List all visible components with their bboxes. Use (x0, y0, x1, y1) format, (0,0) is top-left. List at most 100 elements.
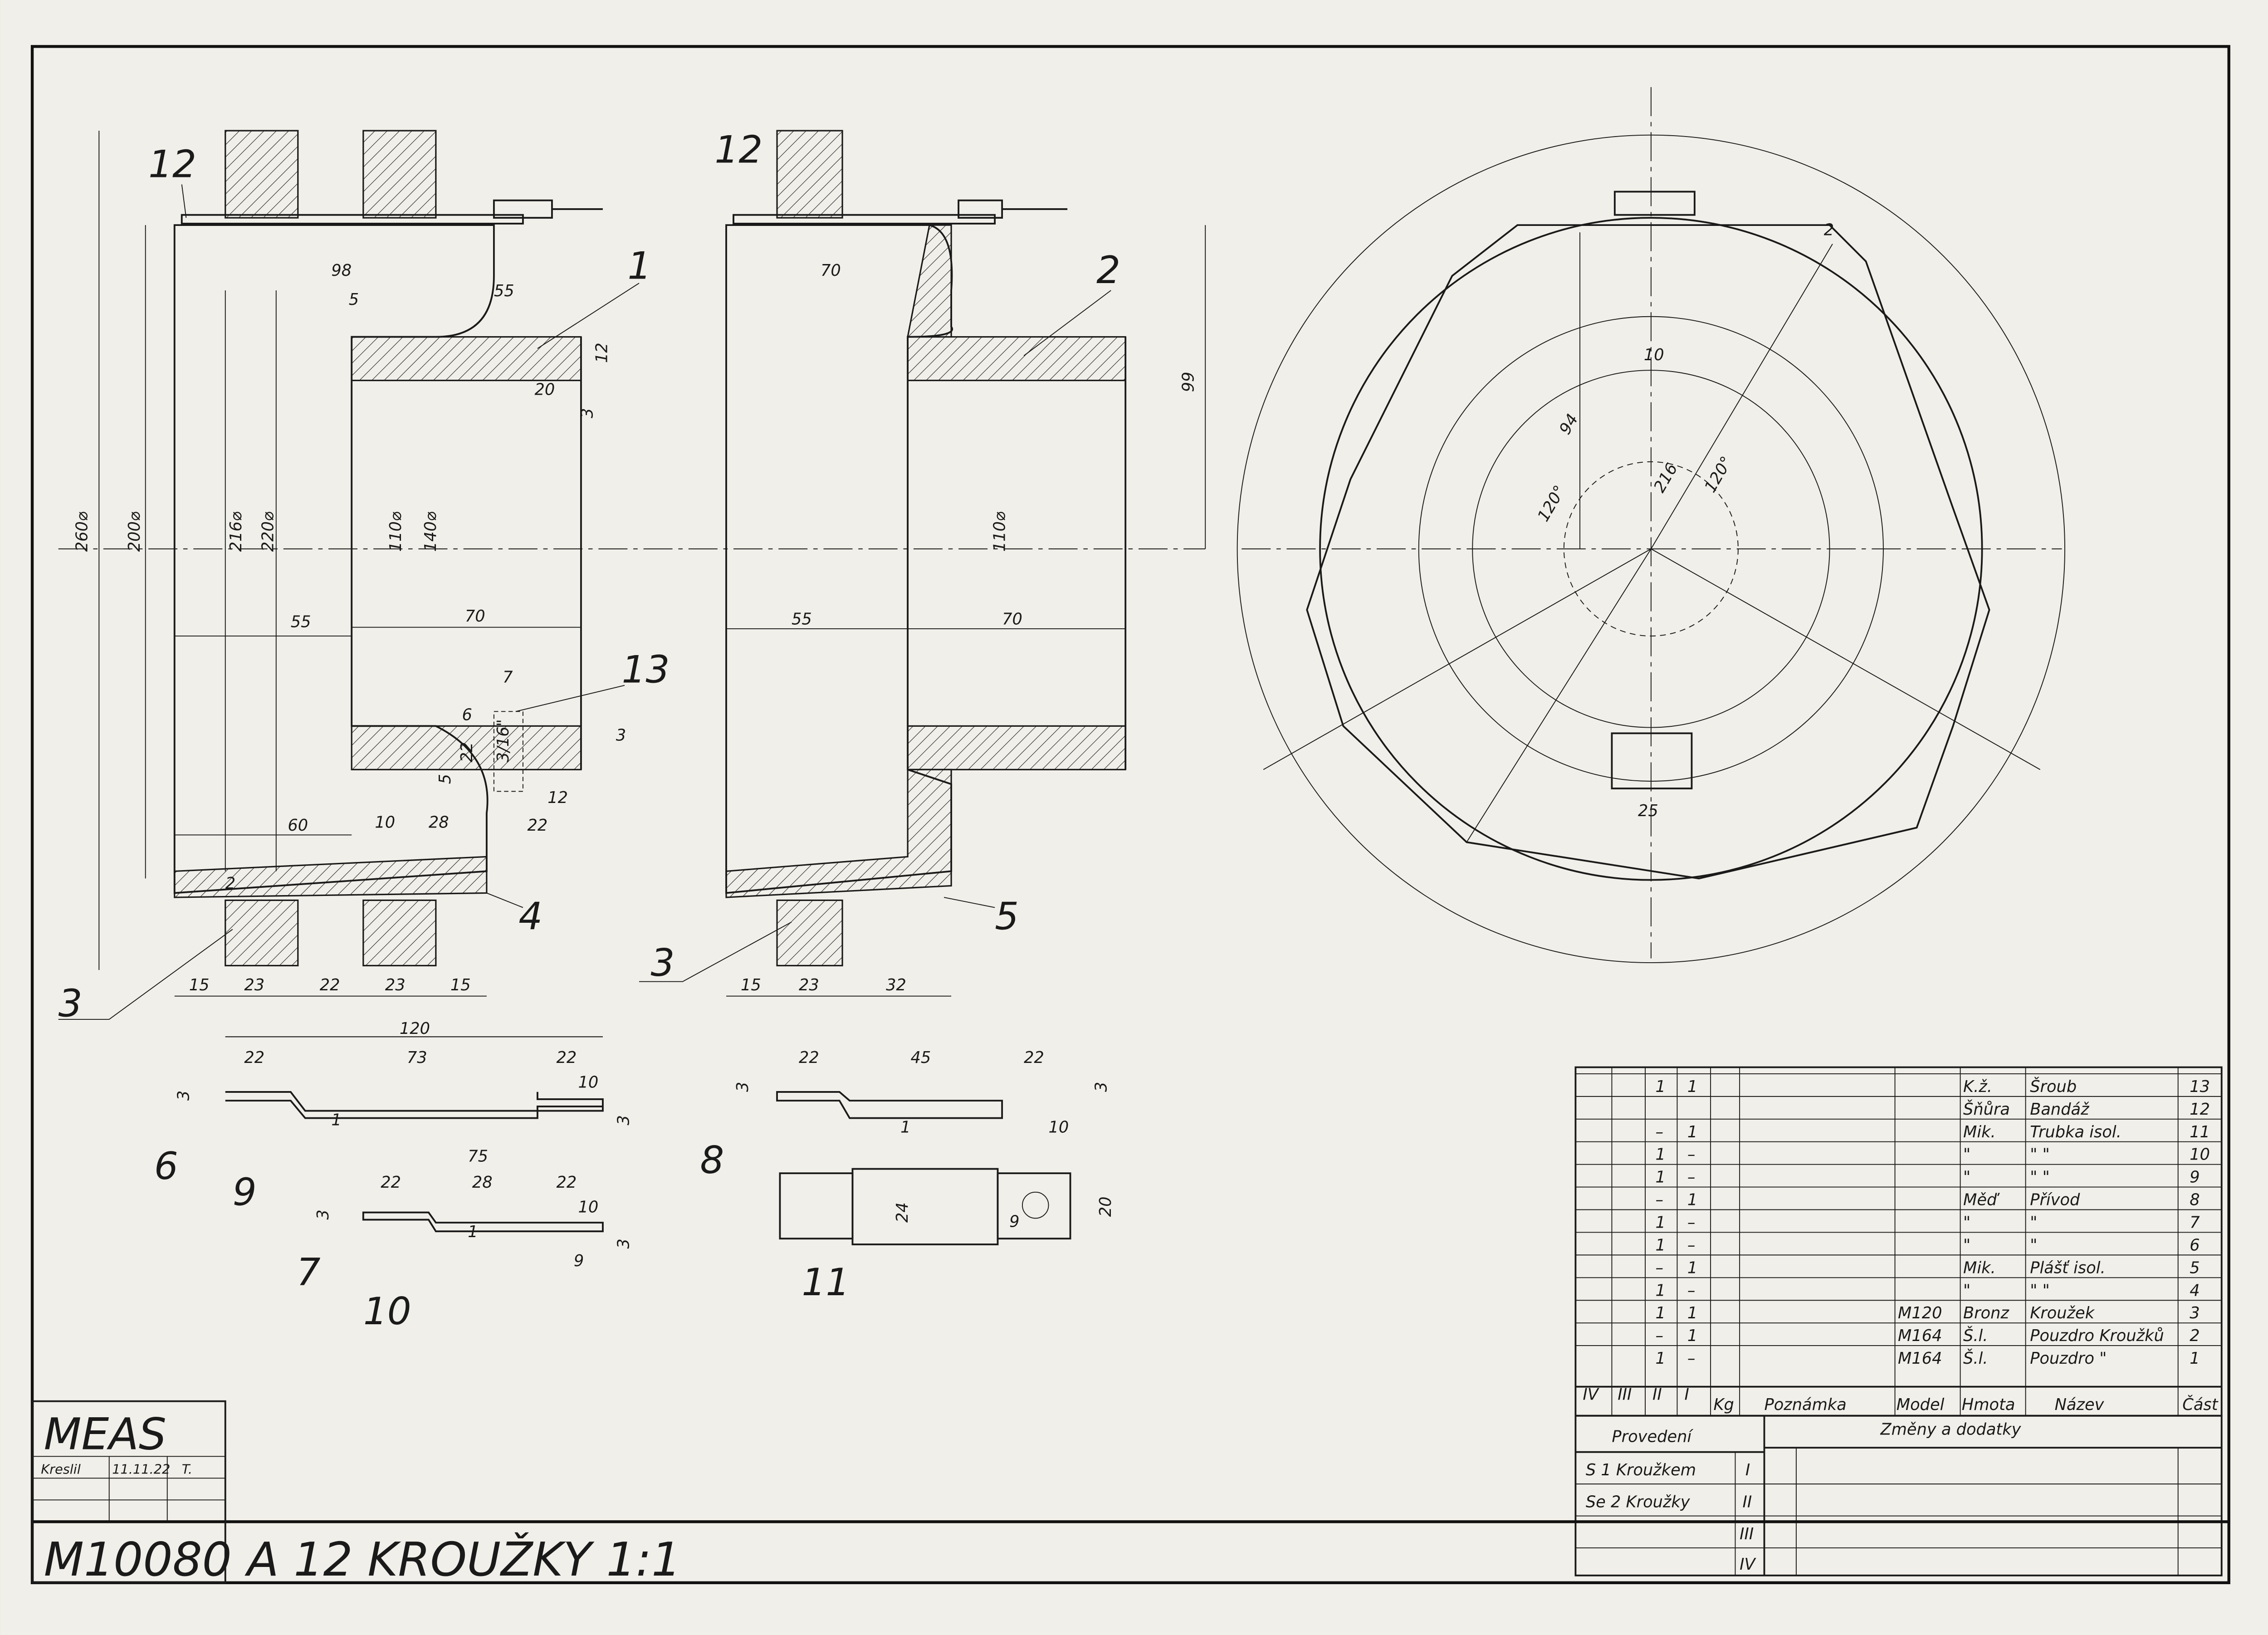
table-cell-part: 10 (2190, 1145, 2210, 1164)
dim-label: 60 (288, 816, 308, 835)
dim-label: 22 (557, 1048, 577, 1067)
dim-label: 75 (468, 1147, 488, 1166)
dim-label: 3 (1092, 1082, 1111, 1092)
dim-label: 5 (436, 774, 455, 784)
part-callouts: 12 12 1 2 13 4 5 3 3 6 9 7 10 8 11 (59, 127, 1120, 1333)
table-cell-name: Trubka isol. (2030, 1123, 2121, 1141)
table-cell-name: " (2030, 1236, 2037, 1254)
dim-label: 24 (893, 1202, 912, 1223)
column-header: I (1684, 1385, 1689, 1404)
drawing-title: A 12 KROUŽKY 1:1 (244, 1532, 681, 1587)
dim-label: 22 (1024, 1048, 1044, 1067)
execution-label: S 1 Kroužkem (1586, 1461, 1696, 1479)
part-number: 12 (714, 127, 763, 171)
dim-label: 3 (615, 1115, 633, 1125)
column-header: IV (1583, 1385, 1599, 1404)
table-cell-material: Šňůra (1963, 1100, 2010, 1119)
left-section-view: 260⌀ 200⌀ 216⌀ 220⌀ 110⌀ 140⌀ 98 5 55 20… (58, 130, 1206, 1038)
column-header: II (1652, 1385, 1662, 1404)
dim-label: 23 (244, 976, 264, 994)
table-cell-ii: – (1655, 1123, 1663, 1141)
dim-label: 216⌀ (227, 512, 245, 552)
company-name: MEAS (44, 1409, 166, 1459)
table-cell-ii: 1 (1655, 1349, 1665, 1368)
dim-label: 3 (314, 1209, 332, 1219)
dim-label: 3 (616, 726, 626, 744)
table-cell-part: 8 (2190, 1191, 2200, 1209)
dim-label: 12 (593, 343, 611, 363)
part-number: 4 (518, 894, 543, 938)
execution-num: II (1742, 1493, 1752, 1511)
table-cell-name: Šroub (2030, 1077, 2077, 1096)
part-number: 13 (622, 647, 670, 691)
table-cell-material: Š.l. (1963, 1349, 1988, 1368)
table-cell-material: " (1963, 1168, 1970, 1187)
dim-label: 23 (385, 976, 406, 994)
table-cell-part: 5 (2190, 1258, 2200, 1277)
dim-label: 200⌀ (125, 512, 144, 552)
table-cell-ii: – (1655, 1327, 1663, 1345)
column-header: Kg (1713, 1395, 1734, 1414)
part-number: 6 (154, 1144, 178, 1188)
changes-header: Změny a dodatky (1880, 1420, 2022, 1439)
table-cell-i: – (1687, 1349, 1696, 1368)
table-cell-part: 11 (2190, 1123, 2210, 1141)
table-cell-part: 13 (2190, 1077, 2210, 1096)
table-cell-name: Přívod (2030, 1191, 2080, 1209)
dim-label: 22 (799, 1048, 819, 1067)
dim-label: 10 (1644, 346, 1664, 364)
execution-num: I (1745, 1461, 1750, 1479)
table-cell-i: 1 (1687, 1077, 1697, 1096)
dim-label: 22 (458, 742, 476, 763)
dim-label: 1 (331, 1111, 341, 1130)
end-view: 99 94 216 120° 120° 10 25 2 (1179, 87, 2066, 964)
table-cell-i: 1 (1687, 1327, 1697, 1345)
table-cell-ii: 1 (1655, 1145, 1665, 1164)
dim-label: 2 (1824, 221, 1834, 240)
table-cell-material: Mik. (1963, 1258, 1996, 1277)
dim-label: 55 (291, 613, 311, 631)
dim-label: 55 (494, 282, 514, 300)
dim-label: 20 (1096, 1196, 1115, 1217)
part-number: 3 (651, 941, 675, 985)
dim-label: 3 (578, 408, 597, 418)
table-cell-model: M164 (1898, 1349, 1942, 1368)
parts-list-table: IV III II I Kg Poznámka Model Hmota Náze… (1574, 1066, 2223, 1417)
table-cell-i: 1 (1687, 1304, 1697, 1322)
table-cell-i: 1 (1687, 1258, 1697, 1277)
column-header: Model (1897, 1395, 1945, 1414)
dim-label: 10 (578, 1073, 599, 1092)
dim-label: 73 (407, 1048, 427, 1067)
execution-header: Provedení (1612, 1427, 1693, 1446)
dim-label: 22 (381, 1173, 401, 1192)
table-cell-material: Š.l. (1963, 1326, 1988, 1345)
table-cell-i: 1 (1687, 1191, 1697, 1209)
table-cell-i: – (1687, 1236, 1696, 1254)
table-cell-name: " " (2030, 1168, 2050, 1187)
table-cell-name: Pouzdro Kroužků (2030, 1327, 2164, 1345)
dim-label: 15 (741, 976, 761, 994)
drawing-number: M10080 (44, 1533, 232, 1587)
drawing-date: 11.11.22 (112, 1462, 170, 1477)
dim-label: 7 (503, 668, 513, 686)
dim-label: 10 (1049, 1118, 1069, 1137)
dim-label: 10 (375, 813, 395, 832)
table-cell-ii: 1 (1655, 1214, 1665, 1232)
dim-label: 140⌀ (421, 512, 440, 552)
dim-label: 25 (1638, 802, 1658, 820)
dim-label: 20 (535, 381, 555, 399)
dim-label: 3 (175, 1091, 193, 1101)
part-number: 3 (59, 981, 83, 1025)
table-cell-part: 6 (2190, 1236, 2200, 1254)
table-cell-material: " (1963, 1281, 1970, 1300)
table-cell-material: Bronz (1963, 1304, 2009, 1322)
table-cell-name: Kroužek (2030, 1304, 2095, 1322)
dim-label: 32 (886, 976, 906, 994)
dim-label: 15 (189, 976, 210, 994)
table-cell-ii: 1 (1655, 1304, 1665, 1322)
dim-label: 1 (900, 1118, 910, 1137)
table-cell-part: 12 (2190, 1100, 2210, 1119)
dim-label: 23 (799, 976, 819, 994)
